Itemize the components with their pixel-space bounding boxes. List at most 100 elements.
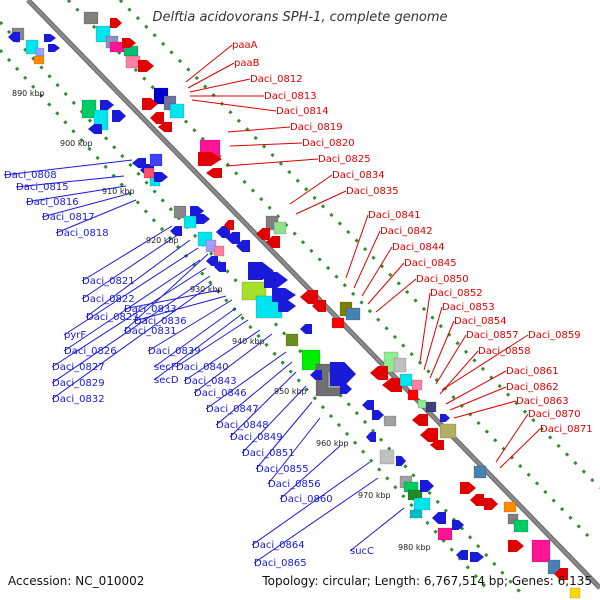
- gene-arrow-53: [264, 272, 288, 288]
- genome-summary-text: Topology: circular; Length: 6,767,514 bp…: [262, 574, 592, 588]
- gene-block-62: [285, 333, 299, 347]
- gene-block-97: [413, 497, 431, 511]
- reverse-gene-label-4-leader: [41, 193, 129, 218]
- gene-arrow-101: [460, 482, 476, 494]
- gene-arrow-31: [132, 158, 146, 168]
- forward-gene-label-5-leader: [191, 99, 277, 112]
- gene-arrow-14: [110, 18, 122, 28]
- gene-arrow-30: [206, 168, 222, 178]
- kbp-marker-4: 920 kbp: [146, 236, 179, 245]
- reverse-gene-label-3-leader: [25, 185, 127, 203]
- forward-gene-label-8-leader: [225, 158, 319, 167]
- reverse-gene-label-15-leader: [123, 289, 221, 310]
- gene-arrow-29: [198, 152, 222, 166]
- kbp-marker-6: 940 kbp: [232, 337, 265, 346]
- gene-block-78: [345, 307, 361, 321]
- reverse-gene-label-23: Daci_0847: [206, 404, 259, 415]
- gene-block-38: [183, 215, 197, 229]
- forward-gene-label-2: paaB: [234, 58, 260, 69]
- reverse-gene-label-26: Daci_0851: [242, 448, 295, 459]
- gene-arrow-15: [122, 38, 136, 48]
- gene-arrow-46: [226, 232, 240, 244]
- feature-track-2: [66, 0, 594, 542]
- reverse-gene-label-16-leader: [133, 295, 227, 322]
- forward-gene-label-9: Daci_0834: [332, 170, 385, 181]
- reverse-gene-label-20-leader: [175, 319, 249, 368]
- accession-text: Accession: NC_010002: [8, 574, 145, 588]
- forward-gene-label-24-leader: [453, 400, 517, 419]
- gene-arrow-58: [256, 228, 270, 240]
- reverse-gene-label-3: Daci_0816: [26, 197, 79, 208]
- gene-block-33: [149, 153, 163, 167]
- gene-arrow-26: [150, 112, 164, 124]
- forward-gene-label-9-leader: [289, 174, 333, 205]
- forward-gene-label-14: Daci_0845: [404, 258, 457, 269]
- kbp-marker-10: 980 kbp: [398, 543, 431, 552]
- reverse-gene-label-32-leader: [349, 507, 405, 552]
- gene-block-98: [409, 509, 423, 519]
- reverse-gene-label-18-leader: [153, 307, 237, 368]
- kbp-marker-8: 960 kbp: [316, 439, 349, 448]
- gene-arrow-47: [236, 240, 250, 252]
- gene-block-17: [81, 99, 97, 119]
- forward-gene-label-7-leader: [229, 142, 303, 147]
- gene-arrow-54: [272, 288, 296, 302]
- forward-gene-label-23: Daci_0862: [506, 382, 559, 393]
- kbp-marker-1: 890 kbp: [12, 89, 45, 98]
- reverse-gene-label-2: Daci_0815: [16, 182, 69, 193]
- reverse-gene-label-16: Daci_0836: [134, 316, 187, 327]
- gene-block-37: [173, 205, 187, 219]
- gene-block-34: [143, 167, 155, 179]
- map-title: Delftia acidovorans SPH-1, complete geno…: [152, 10, 448, 25]
- feature-track-4: [0, 48, 492, 594]
- gene-block-2: [25, 39, 39, 55]
- gene-block-50: [241, 281, 267, 301]
- gene-block-111: [513, 519, 529, 533]
- gene-arrow-70: [372, 410, 384, 420]
- gene-arrow-39: [170, 226, 182, 236]
- reverse-gene-label-31: Daci_0865: [254, 558, 307, 569]
- forward-gene-label-15-leader: [375, 278, 417, 313]
- forward-gene-label-25-leader: [495, 413, 529, 463]
- forward-gene-label-17-leader: [423, 306, 443, 371]
- gene-arrow-75: [300, 290, 318, 304]
- gene-block-100: [473, 465, 487, 479]
- forward-gene-label-3-leader: [189, 78, 251, 93]
- gene-block-13: [125, 55, 141, 69]
- reverse-gene-label-13-leader: [51, 275, 211, 384]
- forward-gene-label-25: Daci_0870: [528, 409, 581, 420]
- gene-arrow-83: [382, 378, 402, 392]
- reverse-gene-label-29: Daci_0860: [280, 494, 333, 505]
- reverse-gene-label-23-leader: [205, 351, 287, 410]
- gene-arrow-5: [8, 32, 20, 42]
- forward-gene-label-2-leader: [187, 62, 235, 89]
- gene-block-92: [439, 423, 457, 439]
- reverse-gene-label-17: Daci_0839: [148, 346, 201, 357]
- forward-gene-label-19: Daci_0857: [466, 330, 519, 341]
- gene-arrow-36: [154, 172, 168, 182]
- gene-block-106: [437, 527, 453, 541]
- gene-block-71: [383, 415, 397, 427]
- forward-gene-label-13: Daci_0844: [392, 242, 445, 253]
- gene-arrow-68: [340, 384, 352, 394]
- forward-gene-label-10: Daci_0835: [346, 186, 399, 197]
- reverse-gene-label-14: Daci_0832: [52, 394, 105, 405]
- gene-arrow-21: [88, 124, 102, 134]
- gene-arrow-55: [278, 300, 296, 312]
- gene-arrow-89: [412, 414, 428, 426]
- reverse-gene-label-10: Daci_0831: [124, 326, 177, 337]
- gene-block-44: [213, 245, 225, 257]
- reverse-gene-label-1: Daci_0808: [4, 170, 57, 181]
- gene-block-86: [407, 389, 419, 401]
- reverse-gene-label-1-leader: [3, 159, 133, 176]
- reverse-gene-label-2-leader: [15, 175, 125, 188]
- gene-arrow-16: [138, 60, 154, 72]
- gene-block-63: [301, 349, 321, 371]
- gene-block-57: [273, 221, 287, 235]
- reverse-gene-label-10-leader: [123, 253, 209, 332]
- kbp-marker-3: 910 kbp: [102, 187, 135, 196]
- forward-gene-label-26: Daci_0871: [540, 424, 593, 435]
- forward-gene-label-12-leader: [353, 230, 381, 289]
- reverse-gene-label-8: Daci_0823: [86, 312, 139, 323]
